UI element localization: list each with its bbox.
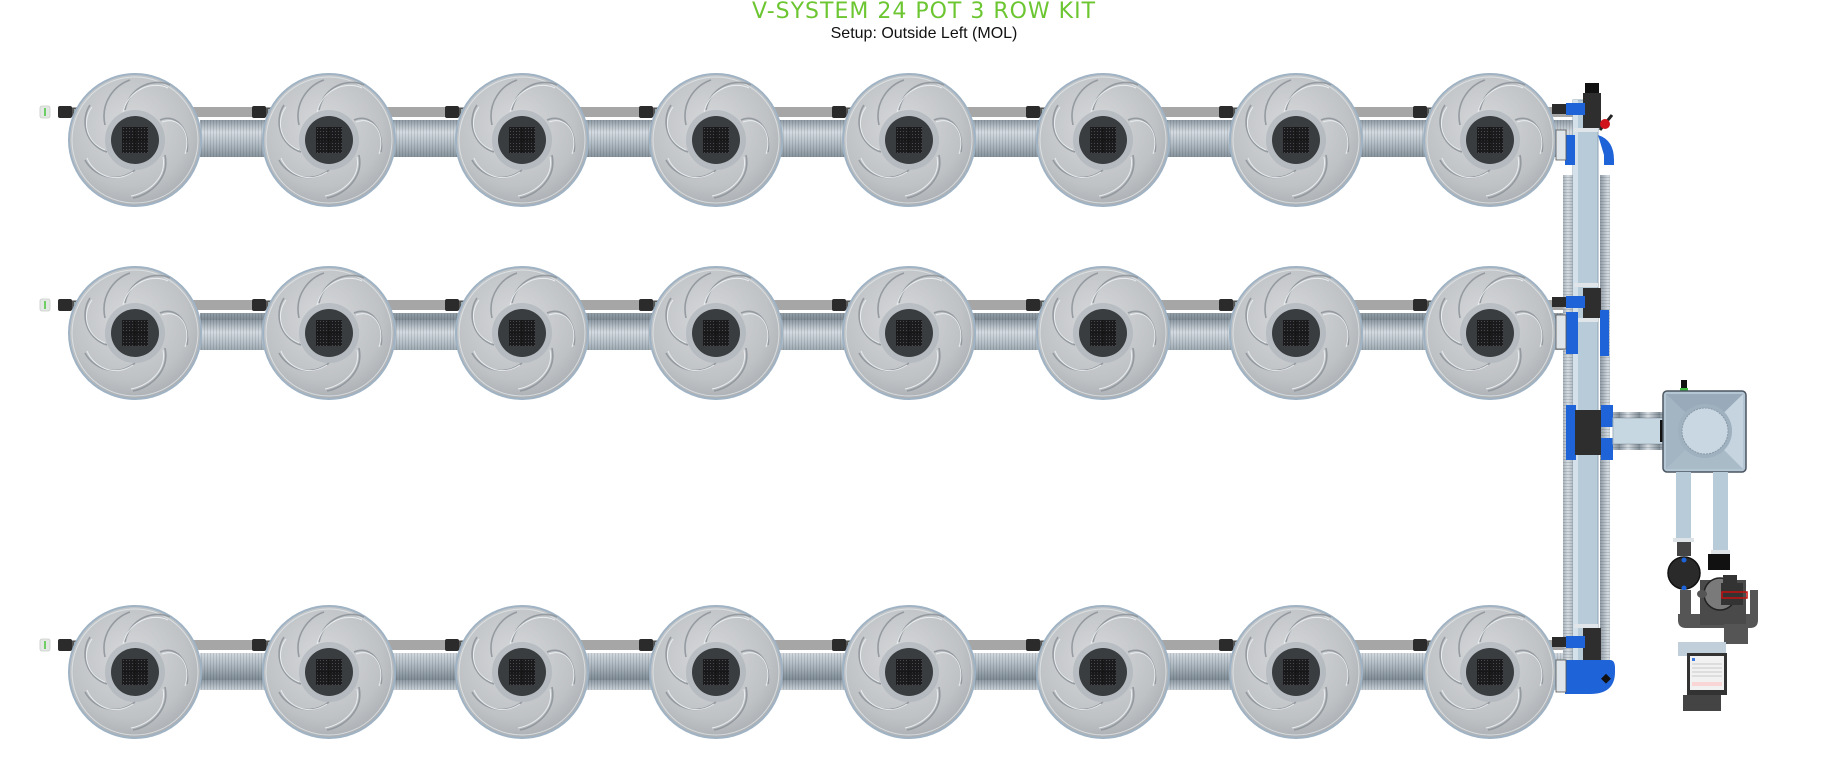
drip-line xyxy=(60,107,1590,117)
pot-icon xyxy=(68,73,202,207)
end-cap xyxy=(39,105,51,119)
page-title: V-SYSTEM 24 POT 3 ROW KIT xyxy=(751,0,1097,24)
reservoir-tank xyxy=(1662,380,1747,473)
valve-icon xyxy=(1598,114,1614,131)
pump-unit xyxy=(1667,472,1758,711)
setup-subtitle: Setup: Outside Left (MOL) xyxy=(830,25,1018,42)
row-1 xyxy=(39,73,1590,207)
manifold-pipe xyxy=(1552,83,1668,694)
row-3 xyxy=(39,605,1590,739)
row-2 xyxy=(39,266,1590,400)
